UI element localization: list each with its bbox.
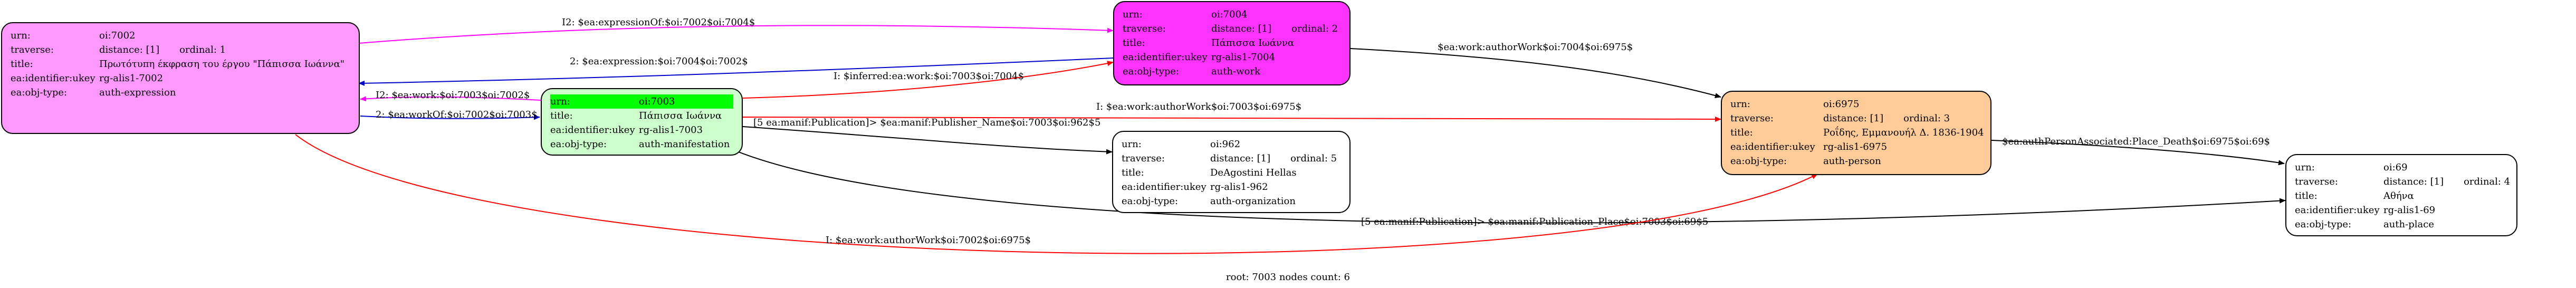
edge-label-publisher: [5 ea:manif:Publication]> $ea:manif:Publ… [753, 117, 1100, 128]
node-7004-urn-row: urn:oi:7004 [1123, 9, 1248, 20]
edge-authorwork-7004-6975 [1350, 48, 1721, 98]
edge-label-inferred-work: I: $inferred:ea:work:$oi:7003$oi:7004$ [834, 71, 1024, 82]
node-7004-title-row: title:Πάπισσα Ιωάννα [1123, 37, 1295, 49]
node-6975-urn-row: urn:oi:6975 [1730, 99, 1860, 110]
node-962-urn-row: urn:oi:962 [1122, 139, 1241, 150]
node-7002-objtype-row: ea:obj-type:auth-expression [11, 87, 176, 98]
node-6975-traverse-row: traverse:distance: [1]ordinal: 3 [1730, 113, 1950, 124]
edge-publisher-7003-962 [742, 126, 1113, 155]
graph-footer: root: 7003 nodes count: 6 [1226, 272, 1350, 283]
edge-place-death-6975-69 [1991, 140, 2285, 166]
edge-label-authorwork-7002: I: $ea:work:authorWork$oi:7002$oi:6975$ [826, 235, 1031, 246]
node-7003-objtype-row: ea:obj-type:auth-manifestation [550, 139, 730, 150]
edge-inferred-work-7003-7004 [742, 61, 1114, 99]
edge-publication-place-7003-69 [727, 147, 2286, 224]
edge-label-work: I2: $ea:work:$oi:7003$oi:7002$ [376, 90, 530, 101]
node-69-objtype-row: ea:obj-type:auth-place [2295, 219, 2434, 230]
node-7004-traverse-row: traverse:distance: [1]ordinal: 2 [1123, 23, 1338, 34]
node-6975-objtype-row: ea:obj-type:auth-person [1730, 156, 1881, 167]
node-962-traverse-row: traverse:distance: [1]ordinal: 5 [1122, 153, 1337, 164]
edge-authorwork-7002-6975 [295, 134, 1818, 254]
node-7004[interactable]: urn:oi:7004 traverse:distance: [1]ordina… [1113, 1, 1351, 85]
node-69-traverse-row: traverse:distance: [1]ordinal: 4 [2295, 176, 2511, 187]
node-69-urn-row: urn:oi:69 [2295, 162, 2408, 173]
node-7003[interactable]: urn:oi:7003 title:Πάπισσα Ιωάννα ea:iden… [541, 88, 743, 156]
edge-workof-7002-7003 [360, 114, 540, 120]
node-7002-urn-row: urn:oi:7002 [11, 30, 136, 41]
edge-expression-7004-7002 [358, 57, 1114, 86]
node-6975[interactable]: urn:oi:6975 traverse:distance: [1]ordina… [1721, 91, 1991, 175]
node-6975-title-row: title:Ροΐδης, Εμμανουήλ Δ. 1836-1904 [1730, 127, 1984, 138]
node-7002-title-row: title:Πρωτότυπη έκφραση του έργου "Πάπισ… [11, 59, 345, 70]
node-7002[interactable]: urn:oi:7002 traverse:distance: [1]ordina… [1, 22, 360, 134]
edge-work-7003-7002 [360, 96, 541, 102]
node-7002-traverse-row: traverse:distance: [1]ordinal: 1 [11, 44, 226, 55]
edge-label-authorwork-7004: $ea:work:authorWork$oi:7004$oi:6975$ [1438, 42, 1633, 53]
node-7003-urn-row: urn:oi:7003 [550, 94, 733, 109]
edge-expressionof-7002-7004 [358, 25, 1114, 44]
edge-label-workof: 2: $ea:workOf:$oi:7002$oi:7003$ [376, 109, 538, 120]
edge-label-publication-place: [5 ea:manif:Publication]> $ea:manif:Publ… [1361, 216, 1708, 227]
node-962-objtype-row: ea:obj-type:auth-organization [1122, 196, 1296, 207]
edge-label-expressionof: I2: $ea:expressionOf:$oi:7002$oi:7004$ [562, 17, 755, 28]
node-7003-title-row: title:Πάπισσα Ιωάννα [550, 110, 722, 121]
edge-label-authorwork-7003: I: $ea:work:authorWork$oi:7003$oi:6975$ [1096, 101, 1301, 112]
node-7004-objtype-row: ea:obj-type:auth-work [1123, 66, 1260, 77]
node-962[interactable]: urn:oi:962 traverse:distance: [1]ordinal… [1112, 131, 1351, 213]
edge-label-place-death: $ea:authPersonAssociated:Place_Death$oi:… [2002, 136, 2270, 147]
node-69-title-row: title:Αθήνα [2295, 190, 2414, 201]
edge-label-expression: 2: $ea:expression:$oi:7004$oi:7002$ [570, 56, 748, 67]
node-69[interactable]: urn:oi:69 traverse:distance: [1]ordinal:… [2285, 154, 2517, 236]
node-962-title-row: title:DeAgostini Hellas [1122, 167, 1297, 178]
